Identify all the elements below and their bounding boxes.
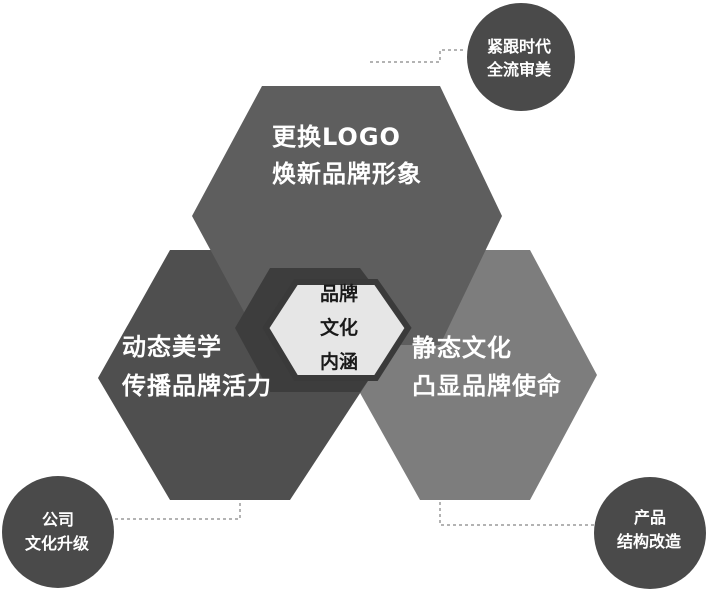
circle-bottom-right-line2: 结构改造 — [616, 532, 682, 551]
circle-top-right-line2: 全流审美 — [486, 60, 552, 79]
center-line2: 文化 — [320, 316, 358, 339]
circle-bottom-left — [2, 476, 114, 588]
circle-top-right-line1: 紧跟时代 — [487, 37, 551, 56]
circle-bottom-left-line1: 公司 — [42, 510, 74, 529]
connector-top-right — [370, 49, 463, 63]
circle-top-right — [467, 3, 575, 111]
connectors — [115, 49, 600, 526]
circle-bottom-left-line2: 文化升级 — [25, 534, 90, 553]
connector-bottom-left — [115, 500, 241, 520]
hexagon-left-line1: 动态美学 — [122, 333, 222, 361]
center-line3: 内涵 — [320, 350, 358, 373]
hexagon-left-line2: 传播品牌活力 — [121, 372, 272, 400]
hexagon-right-line1: 静态文化 — [412, 334, 512, 362]
hexagon-right-line2: 凸显品牌使命 — [412, 372, 562, 400]
center-hexagon — [262, 279, 412, 381]
hexagon-top-line1: 更换LOGO — [272, 123, 401, 151]
center-line1: 品牌 — [320, 282, 358, 305]
connector-bottom-right — [439, 500, 600, 526]
circle-bottom-right-line1: 产品 — [634, 508, 666, 527]
hexagon-top-line2: 焕新品牌形象 — [272, 160, 422, 188]
circle-bottom-right — [594, 477, 706, 589]
